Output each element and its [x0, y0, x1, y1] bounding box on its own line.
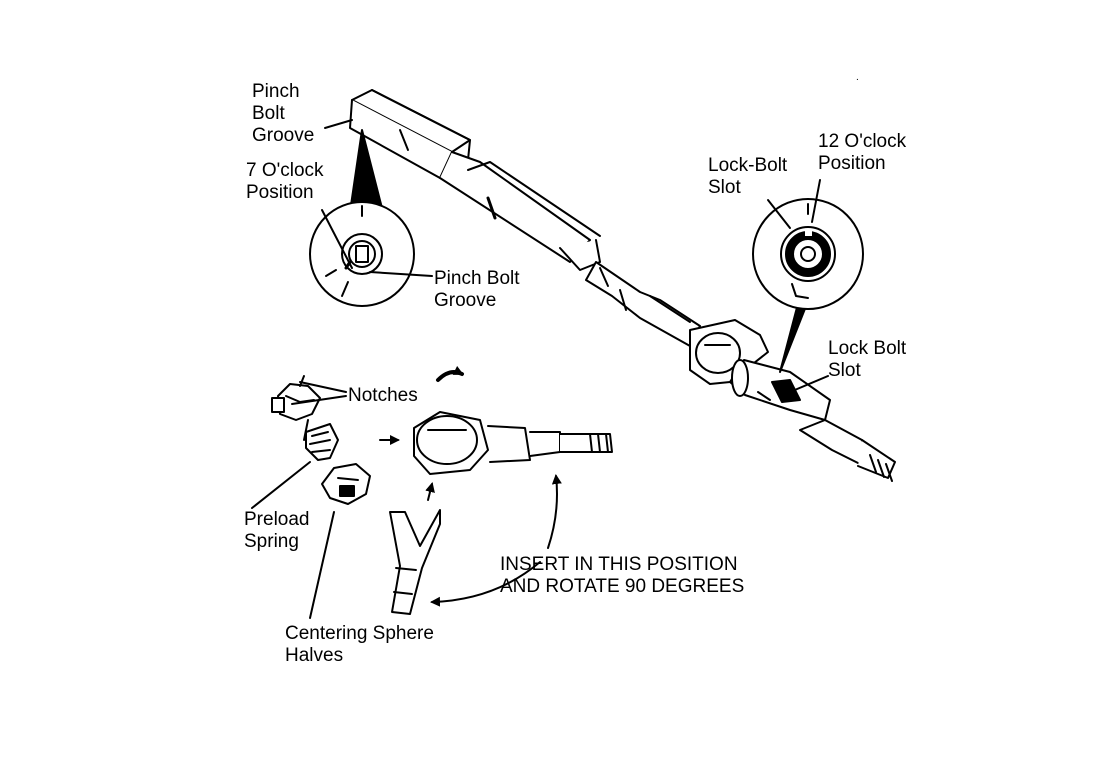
- instruction-arrow-left: [430, 561, 541, 607]
- label-instruction: INSERT IN THIS POSITION AND ROTATE 90 DE…: [500, 554, 744, 598]
- leader-pinch-bolt-groove-inset: [369, 271, 433, 277]
- label-pinch-bolt-groove-top: Pinch Bolt Groove: [252, 81, 314, 147]
- label-line: Position: [246, 182, 314, 203]
- shaft-tube-section: [439, 151, 601, 271]
- label-line: 12 O'clock: [818, 131, 907, 152]
- label-line: Position: [818, 153, 886, 174]
- label-lock-bolt-slot-inset: Lock-Bolt Slot: [708, 155, 787, 199]
- label-line: 7 O'clock: [246, 160, 324, 181]
- stray-dot: .: [856, 72, 859, 83]
- label-line: Centering Sphere: [285, 623, 434, 644]
- instruction-arrow-right: [547, 474, 562, 549]
- label-line: Halves: [285, 645, 344, 666]
- leader-notches-2: [291, 395, 347, 405]
- label-line: Pinch: [252, 81, 300, 102]
- label-line: Groove: [434, 290, 497, 311]
- label-centering-sphere-halves: Centering Sphere Halves: [285, 623, 434, 667]
- label-line: INSERT IN THIS POSITION: [500, 554, 738, 575]
- leader-preload-spring: [251, 461, 311, 509]
- label-line: Lock Bolt: [828, 338, 907, 359]
- leader-centering-sphere: [309, 511, 335, 619]
- label-twelve-oclock-position: 12 O'clock Position: [818, 131, 906, 175]
- label-seven-oclock-position: 7 O'clock Position: [246, 160, 324, 204]
- label-line: Lock-Bolt: [708, 155, 788, 176]
- label-line: Preload: [244, 509, 310, 530]
- leader-twelve-oclock: [811, 179, 821, 223]
- label-line: Bolt: [252, 103, 285, 124]
- leader-lock-bolt-main: [789, 375, 829, 393]
- lock-bolt-slot-end-view: [780, 203, 836, 299]
- label-line: Groove: [252, 125, 315, 146]
- label-line: Slot: [828, 360, 861, 381]
- label-line: Pinch Bolt: [434, 268, 520, 289]
- shaft-intermediate-section: [585, 261, 701, 347]
- preload-spring-part: [305, 423, 339, 461]
- leader-lock-bolt-inset: [767, 199, 791, 229]
- label-preload-spring: Preload Spring: [244, 509, 310, 553]
- label-pinch-bolt-groove-inset: Pinch Bolt Groove: [434, 268, 520, 312]
- label-notches: Notches: [348, 385, 418, 406]
- insertion-arrow-up: [425, 482, 435, 501]
- label-lock-bolt-slot-main: Lock Bolt Slot: [828, 338, 906, 382]
- yoke-component: [413, 411, 613, 475]
- shaft-upper-end: [349, 89, 471, 179]
- label-line: Spring: [244, 531, 299, 552]
- centering-sphere-half-lower: [321, 463, 371, 505]
- shaft-lower-housing: [689, 319, 831, 421]
- leader-seven-oclock: [321, 209, 353, 269]
- label-line: AND ROTATE 90 DEGREES: [500, 576, 745, 597]
- shaft-output-end: [799, 419, 896, 482]
- label-line: Slot: [708, 177, 741, 198]
- leader-pinch-bolt-groove-top: [324, 119, 353, 129]
- leader-notches-1: [299, 381, 347, 393]
- rotation-arrow: [436, 365, 464, 382]
- pinch-bolt-groove-end-view: [325, 205, 383, 297]
- insertion-tool: [389, 509, 441, 615]
